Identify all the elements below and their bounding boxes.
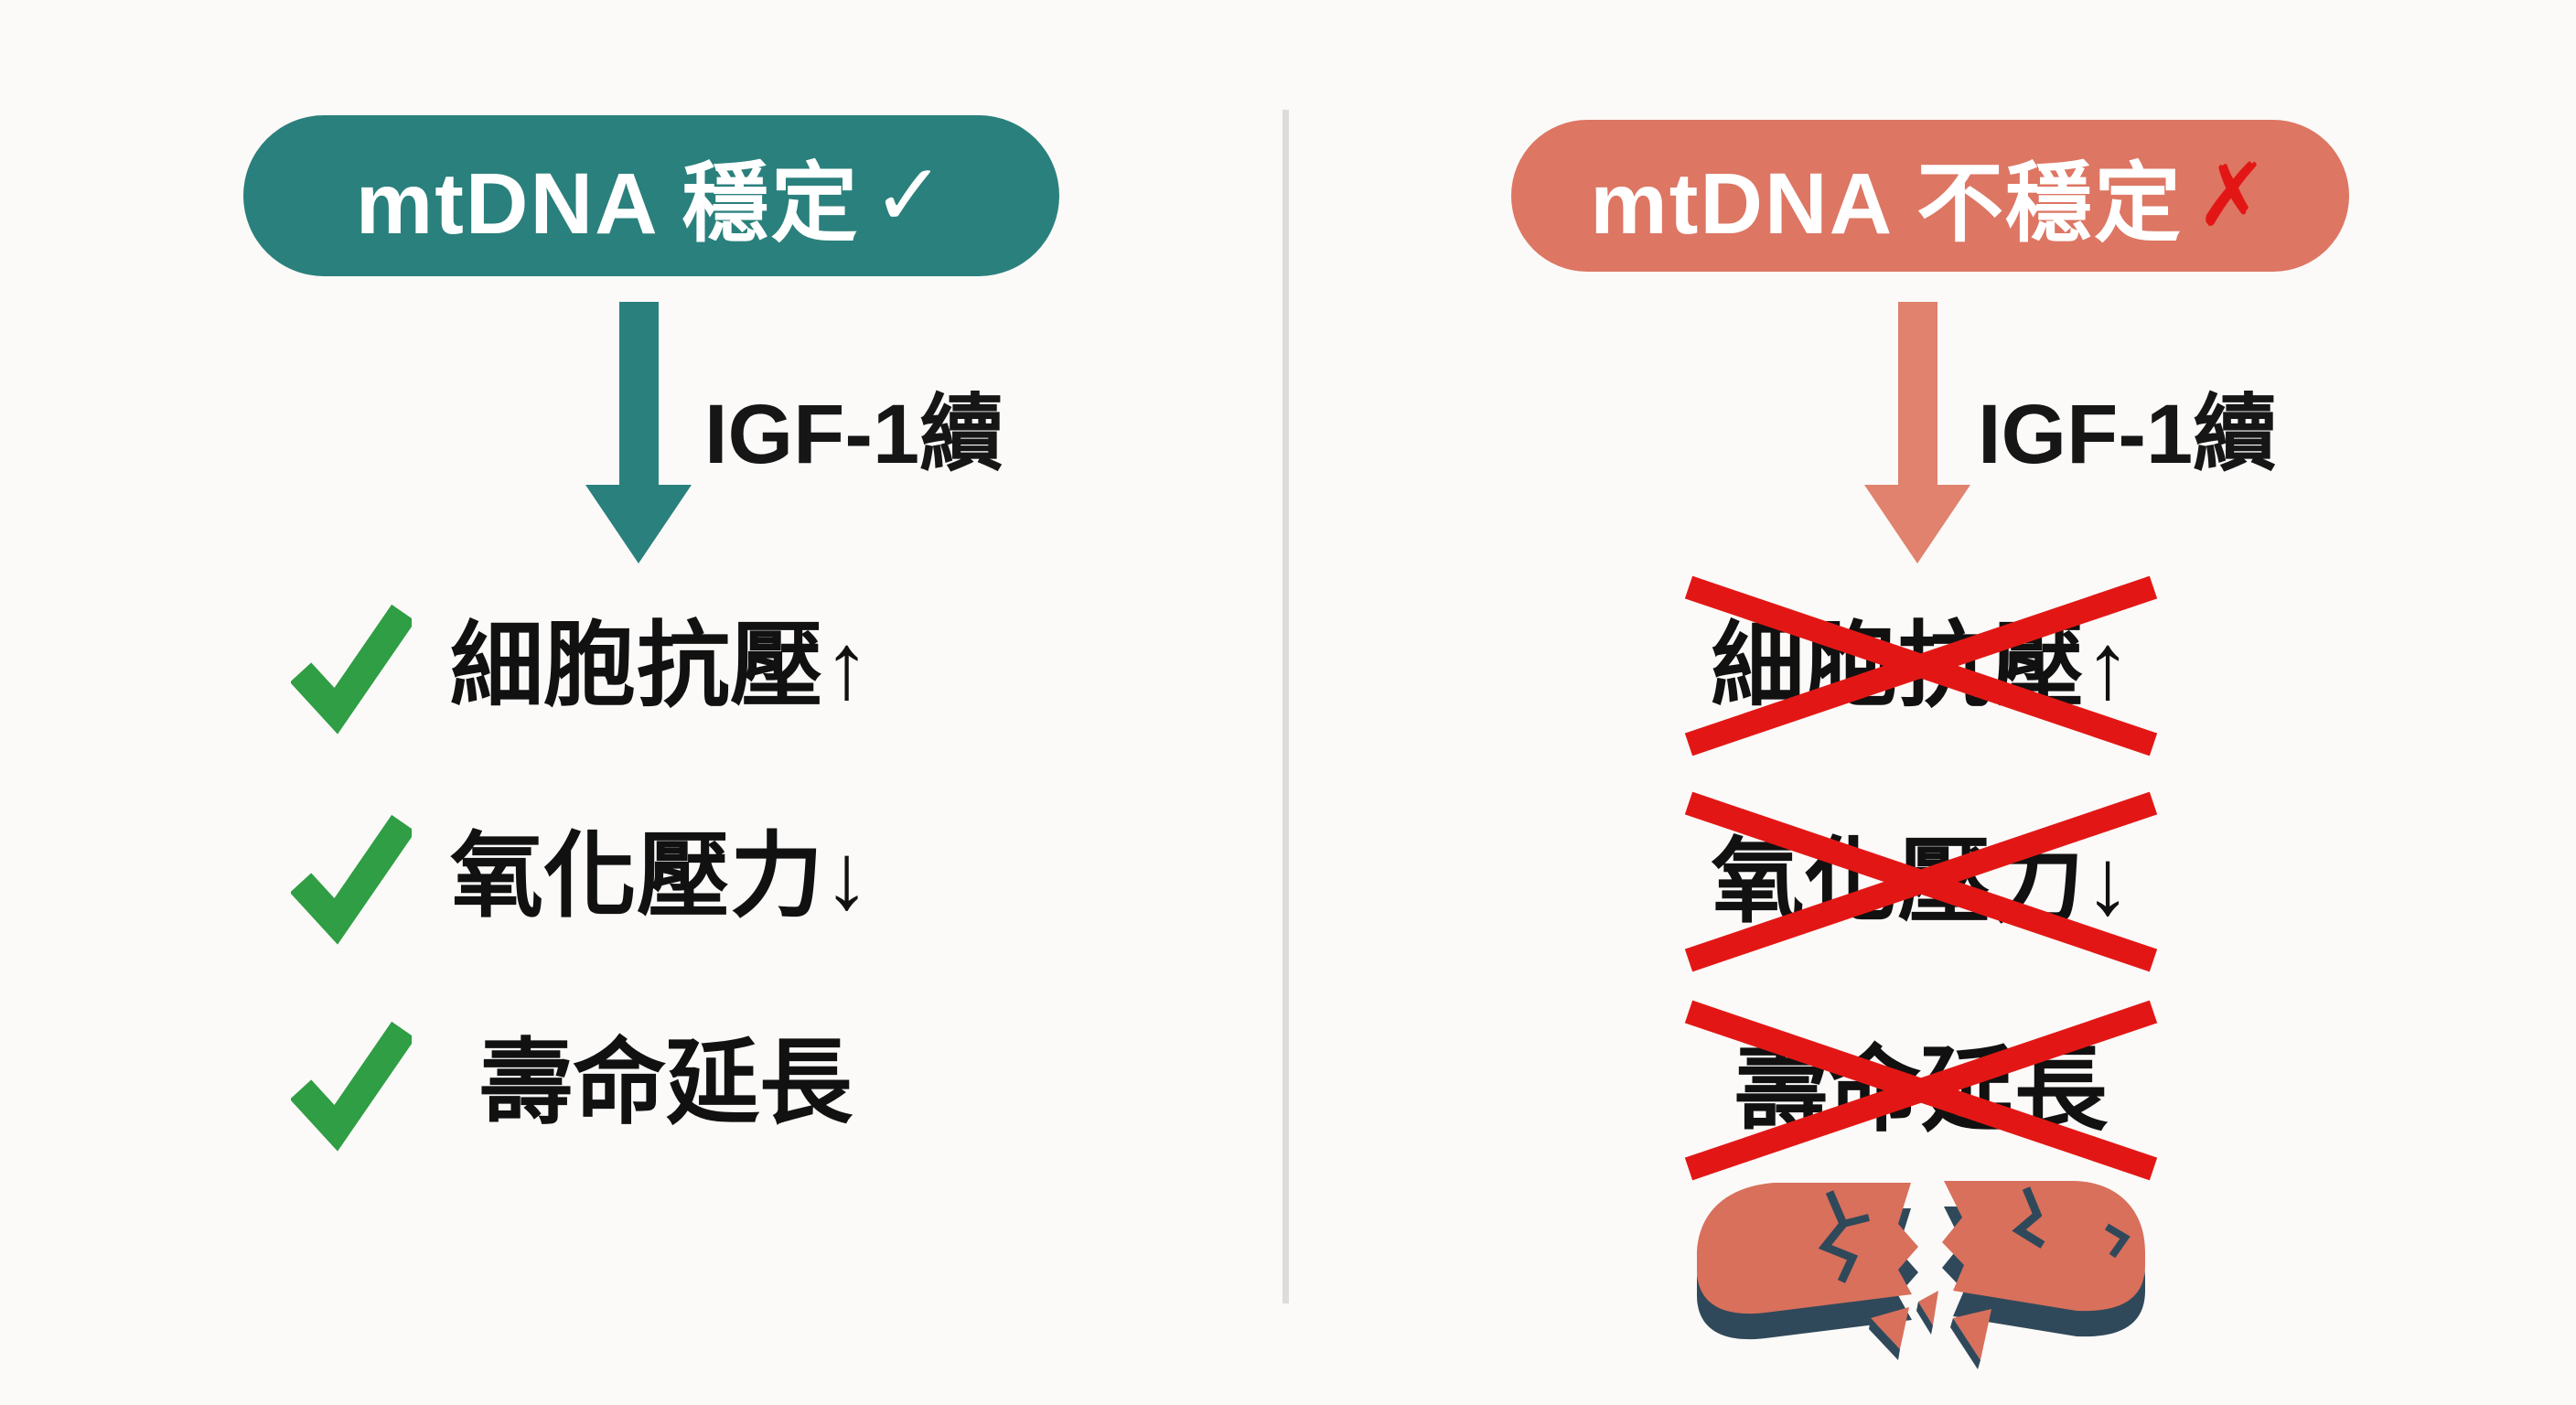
cross-glyph: ✗ — [2195, 147, 2270, 244]
left-benefit-label: 壽命延長 — [479, 1031, 853, 1135]
right-crossed-row: 氧化壓力↓ — [1674, 790, 2168, 973]
right-arrow-label: IGF-1續 — [1978, 388, 2278, 481]
left-benefit-row: 氧化壓力↓ — [291, 803, 870, 949]
left-benefit-label: 細胞抗壓↑ — [450, 614, 870, 718]
left-benefit-row: 壽命延長 — [291, 1010, 853, 1156]
right-crossed-row: 壽命延長 — [1674, 999, 2168, 1182]
down-arrow-icon — [585, 302, 692, 563]
left-arrow-label: IGF-1續 — [704, 388, 1004, 481]
red-cross-icon — [1684, 791, 2158, 972]
right-crossed-row: 細胞抗壓↑ — [1674, 574, 2168, 757]
red-cross-icon — [1684, 1000, 2158, 1181]
right-header-pill: mtDNA 不穩定✗ — [1511, 120, 2349, 272]
left-benefit-row: 細胞抗壓↑ — [291, 593, 870, 739]
red-cross-icon — [1684, 575, 2158, 756]
left-header-label: mtDNA 穩定 — [355, 155, 860, 252]
broken-pill-icon — [1697, 1181, 2145, 1369]
left-benefit-label: 氧化壓力↓ — [450, 824, 870, 928]
center-divider — [1283, 110, 1289, 1303]
check-glyph: ✓ — [872, 147, 948, 244]
check-icon — [291, 604, 412, 735]
check-icon — [291, 1021, 412, 1152]
down-arrow-icon — [1864, 302, 1970, 563]
right-header-label: mtDNA 不穩定 — [1590, 155, 2184, 252]
left-header-pill: mtDNA 穩定✓ — [243, 115, 1059, 276]
check-icon — [291, 814, 412, 945]
